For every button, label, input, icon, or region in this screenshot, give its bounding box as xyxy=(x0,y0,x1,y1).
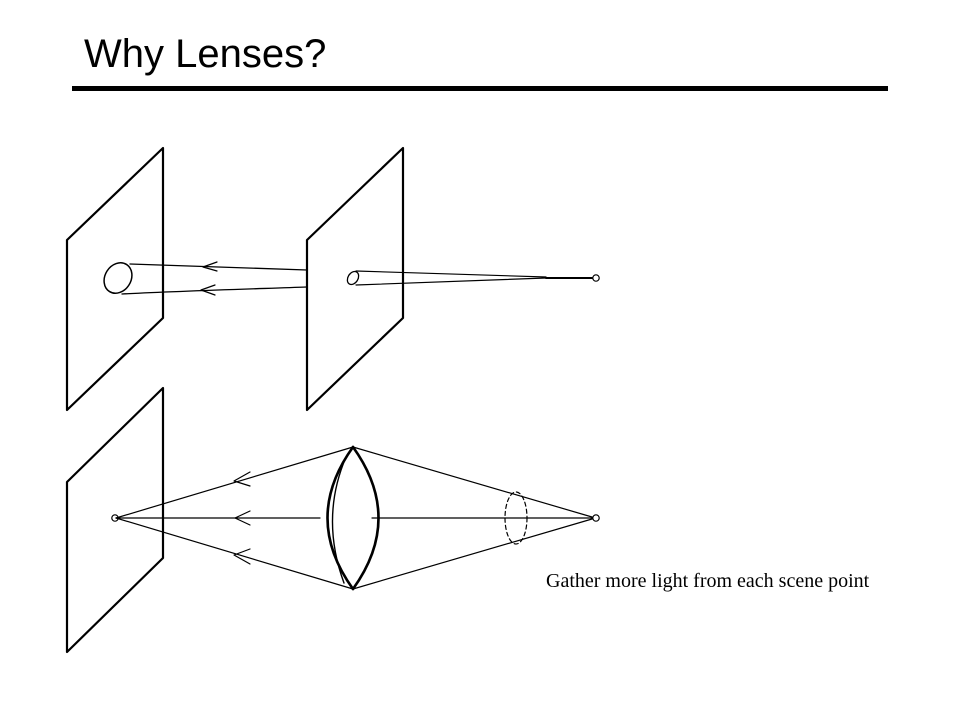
pinhole-plane xyxy=(305,146,405,412)
ray-cone-top xyxy=(355,270,547,278)
ray-lens-top-to-image xyxy=(115,446,354,519)
ray-cone-bottom xyxy=(355,277,547,286)
slide-title: Why Lenses? xyxy=(84,32,327,76)
pinhole-ellipse xyxy=(346,270,360,286)
film-plane-top xyxy=(65,146,165,412)
caption-text: Gather more light from each scene point xyxy=(546,570,870,592)
ray-point-to-lens-top xyxy=(352,446,593,518)
film-plane-bottom xyxy=(65,386,165,654)
light-cone-cross-section xyxy=(504,491,528,545)
blur-spot-ellipse xyxy=(103,262,133,294)
scene-point-bottom xyxy=(592,514,600,522)
scene-point-top xyxy=(592,274,600,282)
lens-front-surface xyxy=(326,445,355,591)
ray-tube-top-edge xyxy=(129,263,308,271)
ray-arrow-top-2 xyxy=(200,284,216,296)
pinhole-setup xyxy=(65,146,600,412)
ray-tube-bottom-edge xyxy=(121,286,308,295)
lens-setup xyxy=(65,386,600,654)
ray-arrow-upper xyxy=(233,471,251,487)
title-underline xyxy=(72,86,888,91)
ray-arrow-lower xyxy=(233,548,251,565)
ray-lens-bottom-to-image xyxy=(115,517,354,590)
image-point xyxy=(111,514,119,522)
lens-inner-edge xyxy=(331,456,347,584)
ray-arrow-middle xyxy=(234,510,251,526)
ray-arrow-top-1 xyxy=(202,261,218,272)
ray-point-to-lens-bottom xyxy=(352,518,593,590)
